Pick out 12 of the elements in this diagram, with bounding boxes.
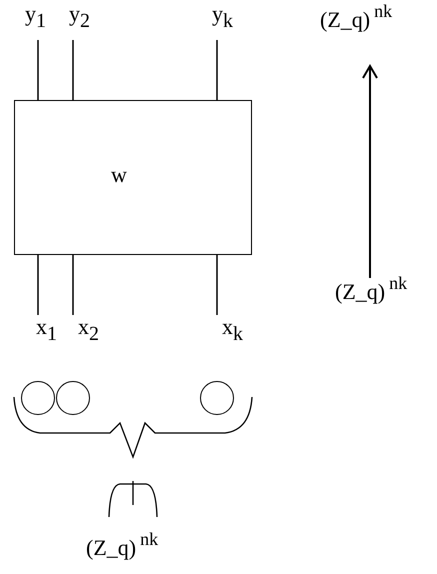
wire-line (72, 255, 74, 315)
circle-node (21, 381, 55, 415)
wire-line (37, 255, 39, 315)
circle-node (56, 381, 90, 415)
box-label: w (111, 163, 127, 187)
wire-line (216, 40, 218, 100)
circle-node (200, 381, 234, 415)
arrow (362, 65, 378, 278)
process-box (14, 100, 252, 255)
wire-line (72, 40, 74, 100)
wire-line (216, 255, 218, 315)
wire-line (37, 40, 39, 100)
